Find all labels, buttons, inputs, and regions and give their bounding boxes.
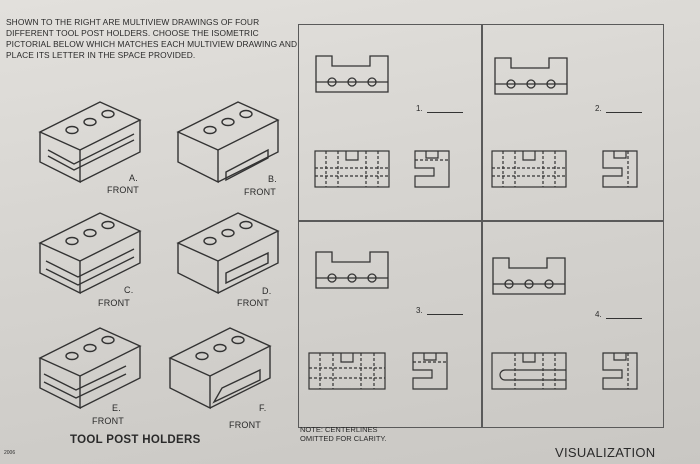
label-c-front: FRONT [98,298,130,308]
answer-2-number: 2. [595,104,602,113]
pictorial-f-drawing [168,327,272,410]
pictorial-d-drawing [176,212,280,295]
label-a-front: FRONT [107,185,139,195]
label-b-letter: B. [268,174,277,184]
note-centerlines: NOTE: CENTERLINES OMITTED FOR CLARITY. [300,425,387,443]
answer-blank-2[interactable]: 2. [595,104,642,113]
pictorial-b-drawing [176,101,280,184]
page-mark: 2006 [4,450,16,456]
answer-1-number: 1. [416,104,423,113]
instructions-text: SHOWN TO THE RIGHT ARE MULTIVIEW DRAWING… [6,17,298,60]
label-a-letter: A. [129,173,138,183]
answer-4-number: 4. [595,310,602,319]
label-e-front: FRONT [92,416,124,426]
label-f-letter: F. [259,403,267,413]
answer-4-line[interactable] [605,318,642,319]
multiview-2-front-view [491,150,567,188]
multiview-1-top-view [315,55,389,93]
label-d-letter: D. [262,286,272,296]
label-d-front: FRONT [237,298,269,308]
multiview-3-front-view [308,352,386,390]
visualization-footer: VISUALIZATION [555,445,656,460]
note-line-1: NOTE: CENTERLINES [300,425,378,434]
label-b-front: FRONT [244,187,276,197]
label-c-letter: C. [124,285,134,295]
multiview-2-side-view [602,150,638,188]
answer-blank-4[interactable]: 4. [595,310,642,319]
grid-horizontal-divider [298,220,664,222]
answer-1-line[interactable] [426,112,463,113]
label-f-front: FRONT [229,420,261,430]
answer-blank-1[interactable]: 1. [416,104,463,113]
pictorial-e-drawing [38,327,142,410]
answer-3-line[interactable] [426,314,463,315]
label-e-letter: E. [112,403,121,413]
answer-2-line[interactable] [605,112,642,113]
note-line-2: OMITTED FOR CLARITY. [300,434,387,443]
pictorial-c-drawing [38,212,142,295]
multiview-2-top-view [494,57,568,95]
multiview-1-side-view [414,150,450,188]
answer-blank-3[interactable]: 3. [416,306,463,315]
multiview-4-side-view [602,352,638,390]
multiview-3-side-view [412,352,448,390]
multiview-1-front-view [314,150,390,188]
answer-3-number: 3. [416,306,423,315]
pictorial-a-drawing [38,101,142,184]
grid-vertical-divider [481,24,483,428]
multiview-3-top-view [315,251,389,289]
multiview-4-top-view [492,257,566,295]
multiview-4-front-view [491,352,567,390]
caption-tool-post-holders: TOOL POST HOLDERS [70,434,201,446]
